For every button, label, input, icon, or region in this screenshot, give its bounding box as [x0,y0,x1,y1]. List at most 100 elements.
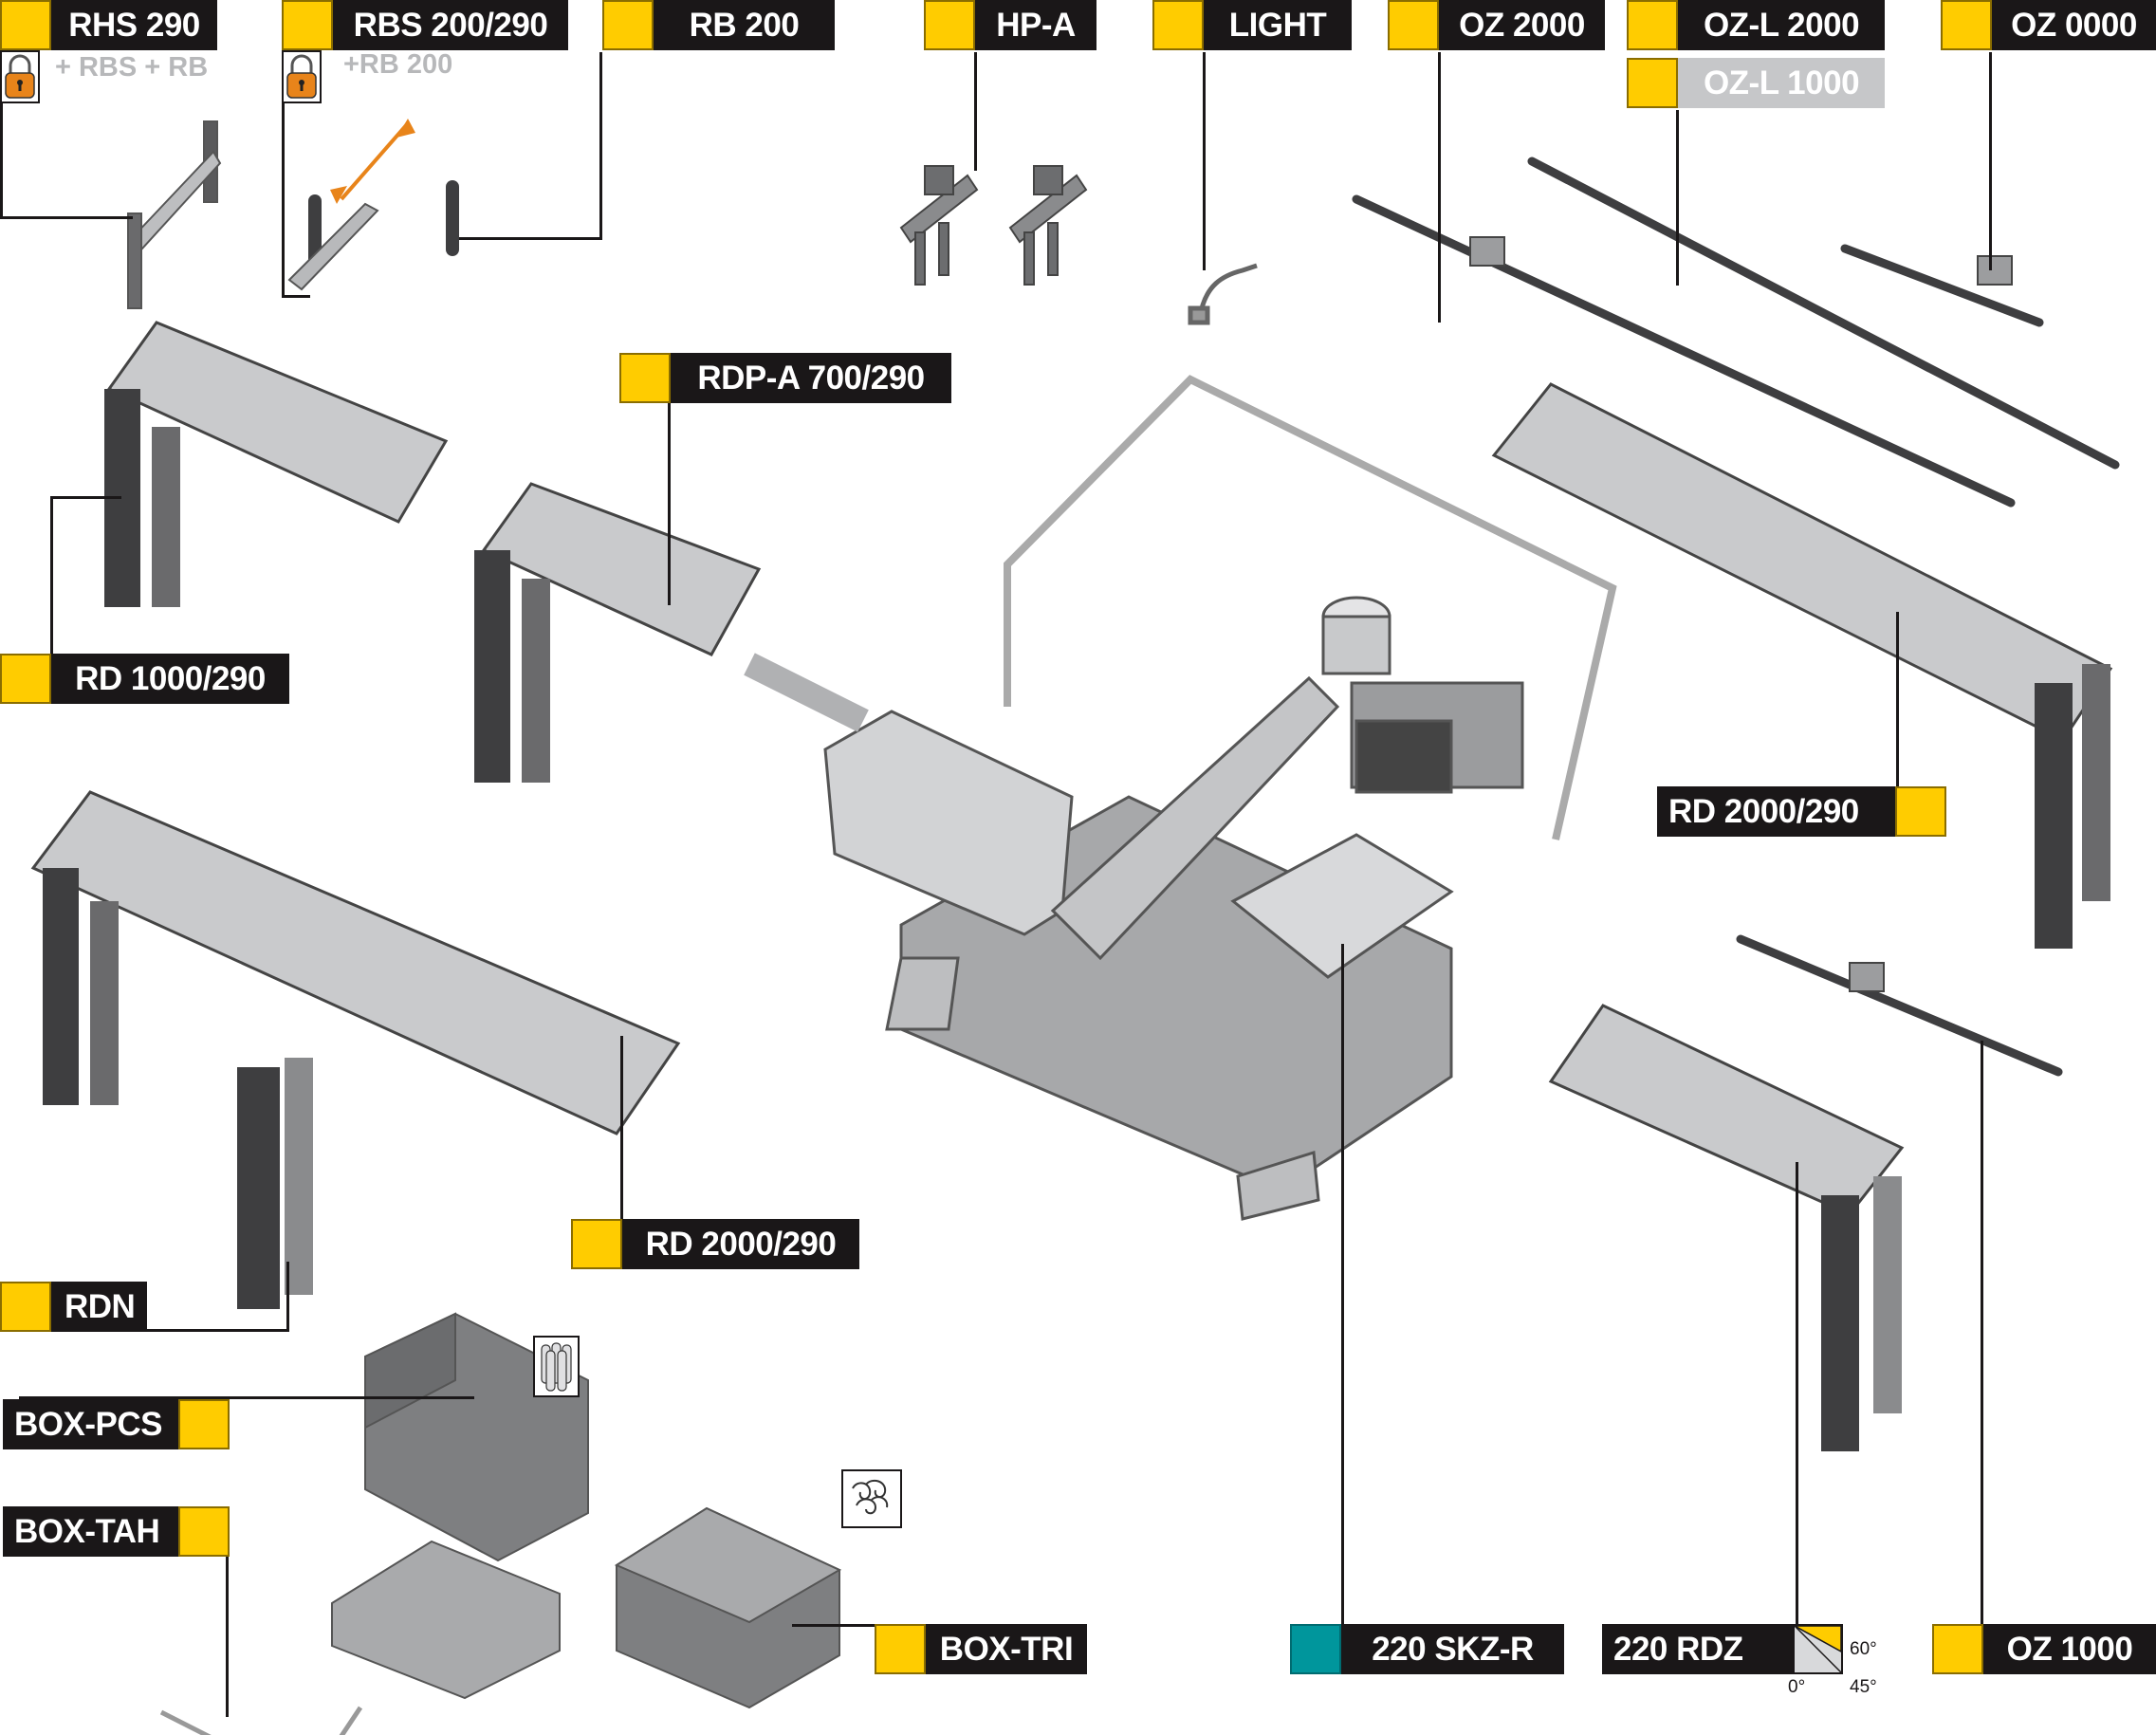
rdp-a-table [474,482,762,783]
label-text: RBS 200/290 [353,7,548,44]
leader-line [1203,52,1206,270]
label-text: RDP-A 700/290 [697,360,925,397]
leader-line [1676,110,1679,286]
leader-line [142,1329,289,1332]
label-rd-2000-left[interactable]: RD 2000/290 [571,1219,859,1269]
color-swatch [0,654,51,704]
label-rhs-290[interactable]: RHS 290 [0,0,217,50]
color-swatch [1941,0,1992,50]
rbs-roller-part [287,119,459,291]
color-swatch [1895,786,1946,837]
padlock-icon [282,50,322,103]
label-text: LIGHT [1228,7,1327,44]
hp-a-part [899,165,1088,286]
leader-line [1796,1162,1798,1626]
label-text: BOX-TAH [14,1513,160,1550]
label-text: RHS 290 [68,7,200,44]
compat-note: +RB 200 [343,49,453,80]
leader-line [282,295,310,298]
leader-line [50,496,53,654]
leader-line [668,401,671,605]
label-text: RDN [64,1288,136,1325]
cutting-angle-icon [1793,1624,1843,1674]
color-swatch [1290,1624,1341,1674]
oz-rails-part [1352,157,2120,1077]
label-rdn[interactable]: RDN [0,1282,147,1332]
leader-line [0,216,133,219]
label-text: RD 1000/290 [75,660,266,697]
label-rd-1000[interactable]: RD 1000/290 [0,654,289,704]
label-220-rdz[interactable]: 220 RDZ [1602,1624,1843,1674]
light-part [1188,263,1258,325]
rhs-arm-part [127,120,222,309]
rdn-stand [237,1058,313,1309]
leader-line [974,52,977,171]
label-oz-1000[interactable]: OZ 1000 [1932,1624,2156,1674]
color-swatch [0,1282,51,1332]
label-box-tri[interactable]: BOX-TRI [875,1624,1087,1674]
box-pcs-part [331,1312,589,1700]
leader-line [0,52,3,218]
bandsaw-machine [744,375,1617,1221]
color-swatch [602,0,654,50]
label-text: OZ 2000 [1459,7,1585,44]
label-text: OZ 0000 [2011,7,2137,44]
bar-pieces-icon [533,1336,580,1397]
leader-line [286,1262,289,1332]
box-tah-part [159,1706,363,1735]
color-swatch [178,1399,230,1449]
color-swatch [924,0,975,50]
color-swatch [571,1219,622,1269]
label-box-tah[interactable]: BOX-TAH [3,1506,230,1557]
label-oz-l-1000[interactable]: OZ-L 1000 [1627,58,1885,108]
color-swatch [875,1624,926,1674]
leader-line [19,1396,474,1399]
label-text: HP-A [996,7,1076,44]
label-text: OZ-L 1000 [1703,65,1860,102]
angle-label-0: 0° [1788,1677,1806,1697]
compat-note: + RBS + RB [55,52,209,83]
label-box-pcs[interactable]: BOX-PCS [3,1399,230,1449]
oz-stop-blocks [1469,236,2013,992]
label-oz-2000[interactable]: OZ 2000 [1388,0,1605,50]
label-light[interactable]: LIGHT [1152,0,1352,50]
leader-line [50,496,121,499]
leader-line [1981,1041,1983,1626]
color-swatch [1932,1624,1983,1674]
leader-line [226,1556,229,1717]
leader-line [620,1036,623,1221]
leader-line [1438,52,1441,323]
label-text: OZ 1000 [2006,1631,2133,1668]
label-rbs-200-290[interactable]: RBS 200/290 [282,0,568,50]
label-oz-0000[interactable]: OZ 0000 [1941,0,2156,50]
leader-line [1989,52,1992,270]
rdz-table [1548,1004,1905,1451]
label-rdp-a-700[interactable]: RDP-A 700/290 [619,353,951,403]
label-oz-l-2000[interactable]: OZ-L 2000 [1627,0,1885,50]
label-rb-200[interactable]: RB 200 [602,0,835,50]
label-text: RD 2000/290 [1668,793,1859,830]
color-swatch [1152,0,1204,50]
label-text: RD 2000/290 [645,1226,837,1263]
color-swatch [1627,0,1678,50]
leader-line [599,52,602,239]
angle-label-45: 45° [1850,1677,1877,1697]
box-tri-part [614,1506,842,1709]
color-swatch [0,0,51,50]
label-text: RB 200 [689,7,800,44]
color-swatch [619,353,671,403]
rd-1000-table [104,321,449,607]
color-swatch [1627,58,1678,108]
label-hp-a[interactable]: HP-A [924,0,1096,50]
label-text: BOX-TRI [939,1631,1074,1668]
leader-line [1896,612,1899,786]
color-swatch [1388,0,1439,50]
label-text: BOX-PCS [14,1406,162,1443]
chips-swarf-icon [841,1469,902,1528]
color-swatch [282,0,333,50]
label-rd-2000-right[interactable]: RD 2000/290 [1657,786,1946,837]
label-text: OZ-L 2000 [1703,7,1860,44]
rd-2000-left-table [30,790,681,1135]
label-220-skz-r[interactable]: 220 SKZ-R [1290,1624,1564,1674]
